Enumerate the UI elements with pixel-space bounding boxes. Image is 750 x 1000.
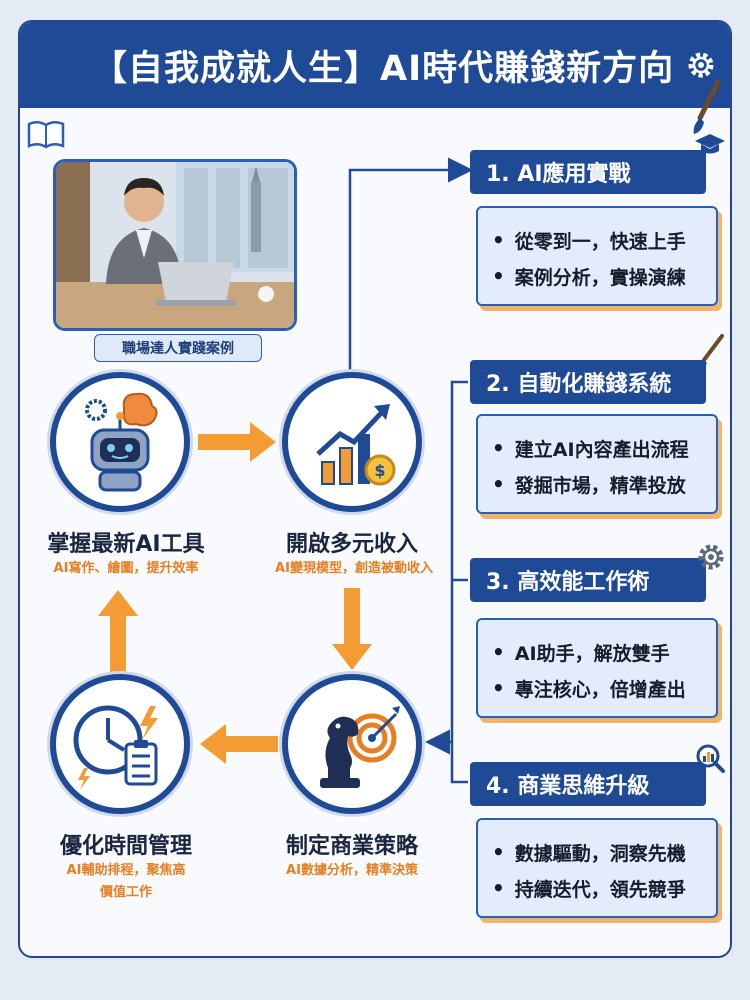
income-circle: $ xyxy=(282,372,422,512)
section-3-bullet-2: 專注核心，倍增產出 xyxy=(492,670,716,706)
node-income-subtitle: AI變現模型，創造被動收入 xyxy=(275,561,433,576)
section-2-bullet-2: 發掘市場，精準投放 xyxy=(492,466,716,502)
node-tools-title: 掌握最新AI工具 xyxy=(47,532,205,557)
chess-target-icon xyxy=(320,706,400,788)
section-3-title: 3. 高效能工作術 xyxy=(470,558,706,602)
section-2-bullet-1: 建立AI內容產出流程 xyxy=(492,430,716,466)
infographic-card: 【自我成就人生】AI時代賺錢新方向 xyxy=(18,20,732,958)
section-4-bullet-1: 數據驅動，洞察先機 xyxy=(492,834,716,870)
paintbrush-icon xyxy=(693,79,721,134)
section-3-box: AI助手，解放雙手 專注核心，倍增產出 xyxy=(476,618,718,718)
arrow-left xyxy=(200,724,278,764)
photo-caption: 職場達人實踐案例 xyxy=(94,334,262,362)
header-bar: 【自我成就人生】AI時代賺錢新方向 xyxy=(20,22,730,108)
node-strategy-title: 制定商業策略 xyxy=(285,834,418,859)
section-4-title: 4. 商業思維升級 xyxy=(470,762,706,806)
section-2-title: 2. 自動化賺錢系統 xyxy=(470,360,706,404)
section-2-box: 建立AI內容產出流程 發掘市場，精準投放 xyxy=(476,414,718,514)
tools-circle xyxy=(50,372,190,512)
time-circle xyxy=(50,674,190,814)
arrow-right xyxy=(198,422,276,462)
magnifier-chart-icon xyxy=(696,744,725,773)
robot-ai-icon xyxy=(85,392,158,492)
paintbrush-icon-small xyxy=(696,334,724,372)
gear-icon xyxy=(688,52,714,78)
section-4-bullet-2: 持續迭代，領先競爭 xyxy=(492,870,716,906)
node-income-title: 開啟多元收入 xyxy=(285,532,418,557)
page-title: 【自我成就人生】AI時代賺錢新方向 xyxy=(92,48,675,89)
photo-frame xyxy=(53,159,297,331)
section-3-bullet-1: AI助手，解放雙手 xyxy=(492,634,716,670)
arrow-down xyxy=(332,588,372,670)
svg-text:$: $ xyxy=(374,461,385,480)
professional-photo xyxy=(56,162,294,328)
section-1-title: 1. AI應用實戰 xyxy=(470,150,706,194)
book-icon xyxy=(27,121,65,149)
section-4-box: 數據驅動，洞察先機 持續迭代，領先競爭 xyxy=(476,818,718,918)
node-strategy-subtitle: AI數據分析，精準決策 xyxy=(286,863,418,878)
gear-icon-small xyxy=(698,544,724,570)
section-1-box: 從零到一，快速上手 案例分析，實操演練 xyxy=(476,206,718,306)
clock-checklist-icon xyxy=(73,705,158,790)
node-tools-subtitle: AI寫作、繪圖，提升效率 xyxy=(53,561,199,576)
section-1-bullet-1: 從零到一，快速上手 xyxy=(492,222,716,258)
arrow-up xyxy=(98,590,138,672)
node-time-title: 優化時間管理 xyxy=(59,834,192,859)
growth-chart-icon: $ xyxy=(316,404,396,486)
strategy-circle xyxy=(282,674,422,814)
section-1-bullet-2: 案例分析，實操演練 xyxy=(492,258,716,294)
node-time-subtitle-1: AI輔助排程，聚焦高 xyxy=(66,863,186,878)
node-time-subtitle-2: 價值工作 xyxy=(99,885,152,900)
